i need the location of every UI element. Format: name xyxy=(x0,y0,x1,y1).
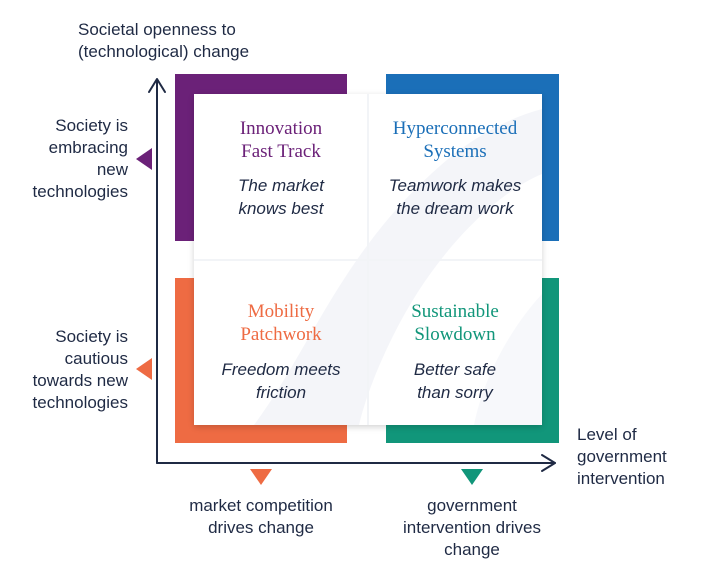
quadrant-subtitle-innovation-fast-track: The market knows best xyxy=(238,176,324,218)
quadrant-title-innovation-fast-track: Innovation Fast Track xyxy=(239,118,323,162)
quadrant-subtitle-hyperconnected-systems: Teamwork makes the dream work xyxy=(388,176,522,218)
left-pointer-icon xyxy=(250,469,272,485)
quadrant-subtitle-sustainable-slowdown: Better safe than sorry xyxy=(413,360,497,402)
quadrant-title-hyperconnected-systems: Hyperconnected Systems xyxy=(392,118,518,162)
x-axis-right-label: government intervention drives change xyxy=(403,496,541,559)
quadrant-title-sustainable-slowdown: Sustainable Slowdown xyxy=(411,301,499,345)
y-axis-lower-label: Society is cautious towards new technolo… xyxy=(32,327,128,412)
right-pointer-icon xyxy=(461,469,483,485)
x-axis-left-label: market competition drives change xyxy=(189,496,333,537)
x-axis-arrowhead xyxy=(541,454,556,472)
quadrant-title-mobility-patchwork: Mobility Patchwork xyxy=(240,301,322,345)
background-swoosh xyxy=(194,94,542,425)
lower-pointer-icon xyxy=(136,358,152,380)
y-axis-arrowhead xyxy=(148,78,166,93)
y-axis-upper-label: Society is embracing new technologies xyxy=(32,116,128,201)
y-axis-title: Societal openness to (technological) cha… xyxy=(78,20,250,61)
quadrant-panel: Innovation Fast Track The market knows b… xyxy=(194,94,542,425)
quadrant-subtitle-mobility-patchwork: Freedom meets friction xyxy=(221,360,341,402)
x-axis-title: Level of government intervention xyxy=(577,425,667,488)
upper-pointer-icon xyxy=(136,148,152,170)
